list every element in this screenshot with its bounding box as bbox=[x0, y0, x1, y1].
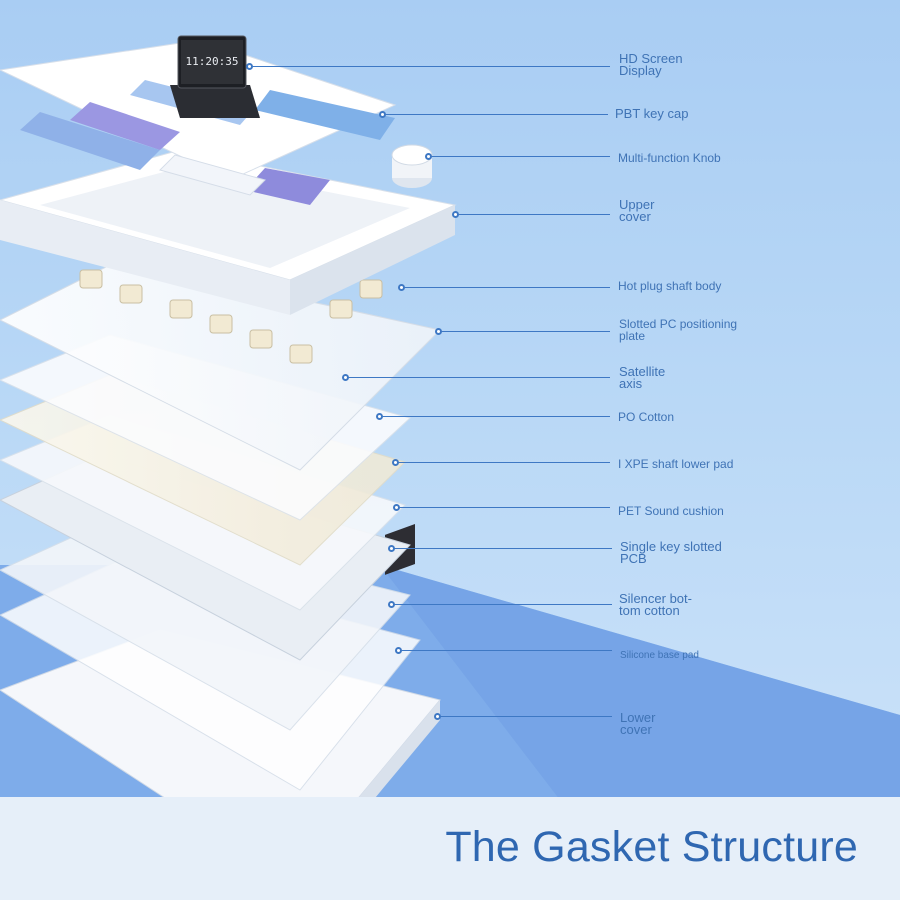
callout-leader-line bbox=[404, 287, 610, 288]
callout-label: Slotted PC positioning plate bbox=[619, 317, 738, 343]
callout-leader-line bbox=[348, 377, 610, 378]
callout-leader-line bbox=[394, 604, 612, 605]
callout-leader-line bbox=[440, 716, 612, 717]
callout-dot bbox=[392, 503, 400, 511]
callout-dot bbox=[387, 544, 395, 552]
callout-dot bbox=[397, 283, 405, 291]
callout-leader-line bbox=[382, 416, 610, 417]
screen-time-readout: 11:20:35 bbox=[185, 55, 239, 68]
callout-dot bbox=[394, 646, 402, 654]
callout-leader-line bbox=[394, 548, 612, 549]
callout-label: Multi-function Knob bbox=[618, 151, 721, 165]
callout-dot bbox=[245, 62, 253, 70]
callout-leader-line bbox=[398, 462, 610, 463]
callout-leader-line bbox=[385, 114, 608, 115]
callout-dot bbox=[391, 458, 399, 466]
callout-label: Hot plug shaft body bbox=[618, 279, 722, 293]
knob-shape bbox=[391, 144, 433, 188]
callout-label: Single key slotted PCB bbox=[620, 539, 722, 566]
callout-dot bbox=[434, 327, 442, 335]
callout-label: PBT key cap bbox=[615, 106, 689, 121]
callout-leader-line bbox=[431, 156, 610, 157]
callout-label: Silencer bot- tom cotton bbox=[619, 591, 692, 618]
callout-leader-line bbox=[458, 214, 610, 215]
callout-leader-line bbox=[252, 66, 610, 67]
callout-dot bbox=[451, 210, 459, 218]
callout-dot bbox=[375, 412, 383, 420]
callout-label: Lower cover bbox=[620, 710, 656, 737]
callout-leader-line bbox=[441, 331, 610, 332]
callout-label: PO Cotton bbox=[618, 410, 675, 424]
diagram-title: The Gasket Structure bbox=[445, 823, 858, 871]
callout-dot bbox=[387, 600, 395, 608]
upper-cover-layer bbox=[0, 149, 457, 315]
callout-leader-line bbox=[401, 650, 612, 651]
callout-label: PET Sound cushion bbox=[618, 504, 724, 518]
callout-label: Satellite axis bbox=[619, 364, 666, 391]
callout-leader-line bbox=[399, 507, 610, 508]
callout-label: I XPE shaft lower pad bbox=[618, 457, 734, 471]
title-band bbox=[0, 797, 900, 900]
screen-shape bbox=[170, 35, 260, 118]
callout-dot bbox=[341, 373, 349, 381]
switches-layer bbox=[79, 269, 383, 364]
callout-dot bbox=[433, 712, 441, 720]
callout-dot bbox=[424, 152, 432, 160]
callout-label: HD Screen Display bbox=[619, 51, 683, 78]
callout-label: Silicone base pad bbox=[620, 650, 699, 661]
callout-label: Upper cover bbox=[619, 197, 655, 224]
callout-dot bbox=[378, 110, 386, 118]
